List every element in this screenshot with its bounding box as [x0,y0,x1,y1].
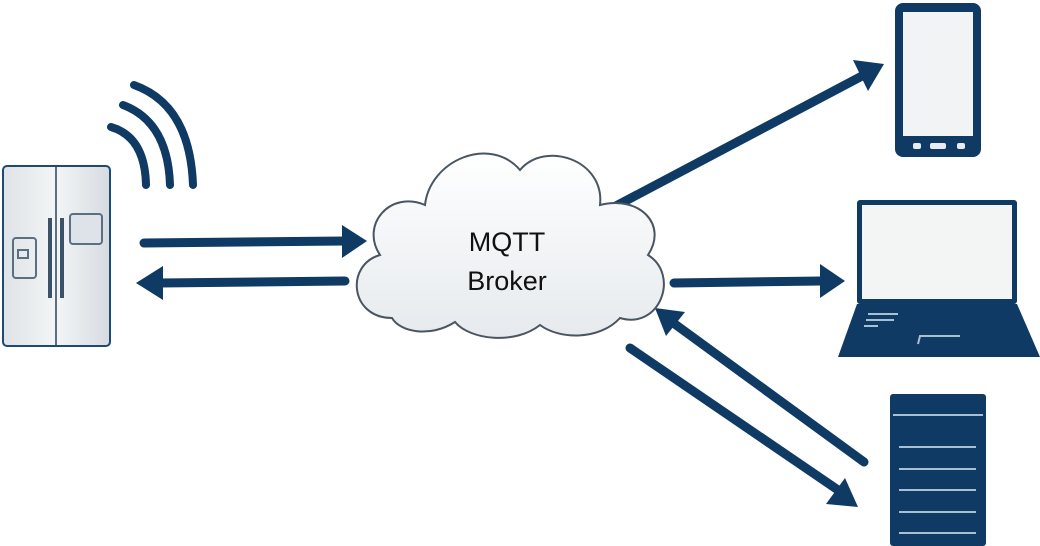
arrow-broker-to-server [625,343,843,495]
server-icon [890,394,986,546]
smartphone-icon [895,3,981,157]
arrowhead-icon [342,225,367,258]
arrowhead-icon [826,478,858,507]
laptop-icon [838,200,1040,357]
arrowhead-icon [136,266,163,300]
wifi-signal-icon [107,81,197,189]
broker-label-line1: MQTT [469,227,545,257]
arrow-broker-to-laptop [669,276,827,288]
arrowhead-icon [655,308,685,336]
arrow-fridge-to-broker [139,236,350,248]
arrow-server-to-broker [667,317,869,467]
arrow-broker-to-fridge [155,276,350,288]
broker-label-line2: Broker [467,266,547,296]
refrigerator-icon [2,165,111,347]
arrowhead-icon [853,60,884,91]
mqtt-broker-cloud: MQTT Broker [355,152,665,339]
arrow-broker-to-phone [609,71,867,212]
arrowhead-icon [820,264,845,298]
